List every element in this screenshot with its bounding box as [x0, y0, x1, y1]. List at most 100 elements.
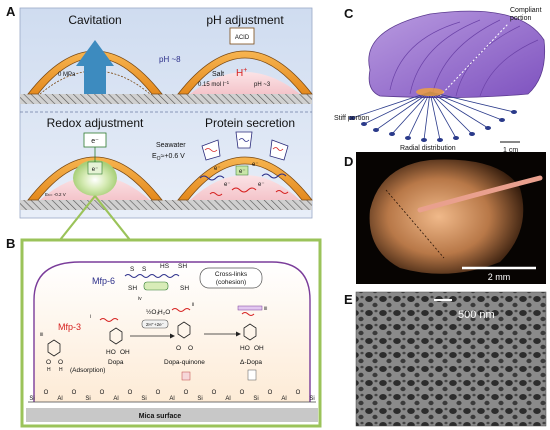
panel-d-label: D: [344, 154, 353, 169]
thread-tip: [421, 138, 427, 142]
acid-box: [229, 27, 255, 45]
thread-tip: [499, 118, 505, 122]
cavitation-pressure: 0 MPa: [58, 72, 76, 78]
redox-pill: [143, 281, 169, 291]
delta-down-arrow: [247, 369, 257, 381]
delta-dopa-label: Δ-Dopa: [240, 359, 262, 366]
mica-atom: Si: [85, 396, 90, 402]
thread-tip: [453, 136, 459, 140]
roman-ii: ii: [192, 302, 194, 308]
redox-glow: [73, 160, 117, 196]
panel-b: B Mfp-6 Mfp-3 S S HS SH SH SH iv Cross-l…: [6, 236, 322, 428]
panel-e-sem: [356, 292, 546, 426]
mica-atom: Si: [309, 396, 314, 402]
crosslinks-label: Cross-links: [215, 271, 248, 278]
electron-box-label: e⁻: [91, 138, 99, 145]
mica-atom: O: [128, 390, 133, 396]
quinone-o-2: O: [188, 345, 193, 352]
mica-atom: Si: [29, 396, 34, 402]
byssal-thread: [429, 91, 503, 121]
compliant-label: Compliant: [510, 7, 542, 14]
protein-electron-1: e⁻: [214, 166, 221, 172]
protein-dome: [177, 156, 313, 201]
thread-tip: [437, 138, 443, 142]
ph-outside: pH ~8: [159, 55, 181, 64]
electron-inner-label: e⁻: [92, 167, 99, 173]
thread-tip: [349, 116, 355, 120]
panel-e-label: E: [344, 292, 353, 307]
salt-label: Salt: [212, 71, 224, 78]
crosslinks-callout: [199, 267, 263, 289]
panel-c-scale-label: 1 cm: [503, 147, 518, 154]
compliant-dashed: [439, 23, 509, 97]
delta-dopa-ring: [243, 323, 257, 341]
s-label-2: S: [142, 266, 147, 273]
redox-dome: [27, 156, 163, 201]
panel-a-label: A: [6, 4, 16, 19]
eh-inside: Eₕ= -0.2 V: [45, 192, 66, 197]
dopa-chemistry: HO OH O O HO OH Dopa Dopa-quinone Δ-Dopa…: [40, 302, 267, 381]
panel-a: A Cavitation 0 MPa pH adjustment ACID pH…: [6, 4, 313, 219]
mica-atom: Al: [169, 396, 174, 402]
ph-inner: [190, 72, 300, 94]
mica-atom: O: [268, 390, 273, 396]
adsorbed-o-1: O: [46, 359, 51, 366]
cohesion-label: (cohesion): [216, 279, 246, 286]
hplus-label: H+: [236, 67, 247, 79]
thread-tip: [511, 110, 517, 114]
salt-concentration: 0.15 mol l−1: [198, 80, 230, 88]
protein-title: Protein secretion: [205, 116, 295, 130]
roman-iii-top: iii: [264, 306, 267, 312]
mica-atom: Si: [253, 396, 258, 402]
panel-e: E 500 nm: [344, 291, 547, 427]
panel-b-label: B: [6, 236, 15, 251]
adsorbed-ring: [47, 339, 61, 357]
s-label-1: S: [130, 266, 135, 273]
dopa-ring: [109, 327, 123, 345]
sh-label-2: SH: [128, 285, 137, 292]
delta-ho: HO: [240, 345, 250, 352]
quinone-o-1: O: [176, 345, 181, 352]
adsorbed-h-1: H: [47, 367, 51, 373]
mica-atom: O: [212, 390, 217, 396]
roman-i: i: [90, 314, 91, 320]
byssal-plaque: [368, 10, 546, 98]
surface-top: [20, 94, 312, 104]
panel-d-scale-label: 2 mm: [488, 272, 511, 282]
thread-tip: [405, 136, 411, 140]
dopa-oh: OH: [120, 349, 130, 356]
protein-electron-5: e⁻: [239, 169, 246, 175]
mica-atom: O: [240, 390, 245, 396]
sh-label-1: SH: [178, 263, 187, 270]
byssal-thread: [363, 91, 431, 125]
byssal-thread: [391, 91, 431, 135]
mica-atom: Al: [281, 396, 286, 402]
byssal-thread: [429, 91, 457, 139]
byssal-thread: [429, 91, 489, 129]
zoom-connector: [59, 195, 131, 241]
redox-title: Redox adjustment: [47, 116, 144, 130]
thread-tip: [469, 132, 475, 136]
redox-quadrant: Redox adjustment e⁻ e⁻ Eₕ= -0.2 V Seawat…: [27, 116, 186, 201]
electron-inner-box: [87, 161, 103, 175]
mfp6-label: Mfp-6: [92, 276, 115, 286]
half-o2: ½O₂: [146, 308, 159, 316]
protein-electron-4: e⁻: [258, 182, 265, 188]
roman-iii-left: iii: [40, 332, 43, 338]
byssal-thread: [351, 91, 431, 119]
thread-tip: [485, 126, 491, 130]
acid-label: ACID: [235, 35, 250, 41]
byssal-threads: [349, 88, 517, 142]
thread-photo: [417, 175, 543, 213]
thread-hub: [416, 88, 444, 96]
proton-electron-pill: [141, 319, 169, 329]
thread-tip: [361, 122, 367, 126]
mica-atom: Al: [57, 396, 62, 402]
mica-atom: O: [156, 390, 161, 396]
protein-electron-2: e⁻: [252, 162, 259, 168]
dopa-quinone-label: Dopa-quinone: [164, 359, 205, 366]
panel-c-label: C: [344, 6, 354, 21]
panel-d: D 2 mm: [344, 152, 546, 284]
adsorbed-o-2: O: [58, 359, 63, 366]
